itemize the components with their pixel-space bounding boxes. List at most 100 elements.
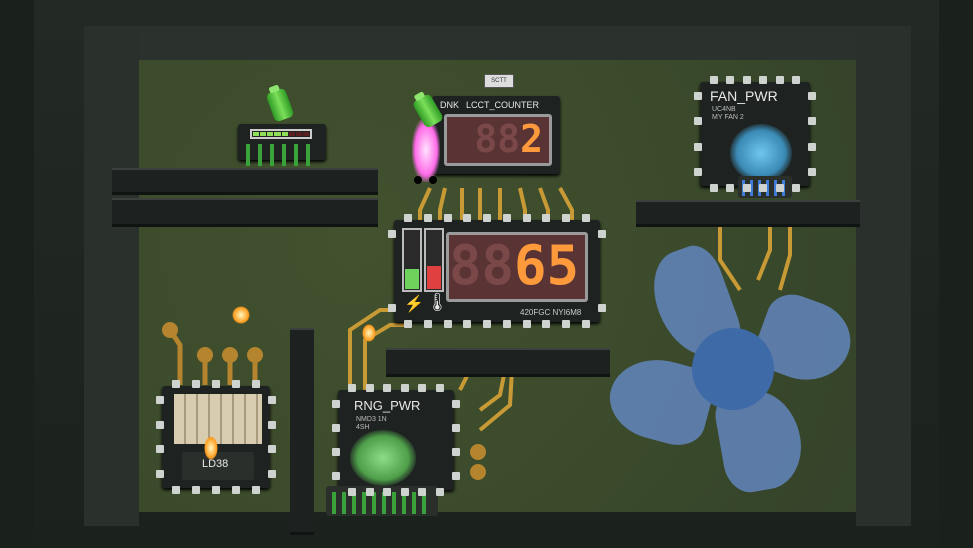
battery-gauge [402, 228, 422, 292]
dot-2 [429, 176, 437, 184]
chip-pin [400, 488, 409, 496]
chip-pin [522, 320, 531, 328]
spark-2 [362, 324, 376, 342]
chip-pin [742, 184, 751, 192]
chip-pin [383, 384, 392, 392]
rng-pwr-light [350, 430, 416, 486]
fan-pwr-title: FAN_PWR [710, 88, 778, 104]
fan-pwr-chip[interactable]: FAN_PWR UC4NB MY FAN 2 [700, 82, 810, 186]
chip-pin [562, 320, 571, 328]
chip-pin [742, 76, 751, 84]
chip-pin [404, 320, 412, 328]
chip-pin [348, 488, 356, 496]
counter-chip[interactable]: DNK LCCT_COUNTER 882 [432, 96, 560, 174]
fan[interactable] [600, 239, 861, 500]
rng-pwr-title: RNG_PWR [354, 398, 421, 413]
chip-pin [418, 488, 427, 496]
chip-pin [694, 142, 702, 151]
chip-pin [463, 214, 472, 222]
chip-pin [502, 320, 511, 328]
chip-pin [332, 472, 340, 480]
chip-pin [452, 424, 460, 432]
chip-pin [436, 488, 444, 496]
chip-pin [232, 380, 240, 388]
spark-1 [232, 306, 250, 324]
rng-pwr-line1: NMD3 1N [356, 416, 387, 423]
chip-pin [582, 214, 590, 222]
chip-pin [562, 214, 571, 222]
shelf-middle [386, 348, 610, 374]
chip-pin [502, 214, 511, 222]
fan-pwr-light [730, 124, 792, 182]
counter-display: 882 [444, 114, 552, 166]
chip-pin [156, 470, 164, 478]
chip-pin [418, 384, 427, 392]
chip-pin [156, 420, 164, 429]
main-value: 65 [514, 234, 580, 297]
chip-pin [232, 486, 240, 494]
chip-pin [436, 384, 444, 392]
ld-chip-label: LD38 [202, 458, 229, 470]
chip-pin [365, 488, 374, 496]
chip-pin [404, 214, 412, 222]
chip-pin [582, 320, 590, 328]
chip-pin [443, 320, 452, 328]
counter-top-tag: SCTT [484, 74, 514, 88]
chip-pin [268, 420, 276, 429]
chip-pin [400, 384, 409, 392]
ld-chip[interactable]: LD38 [162, 386, 270, 488]
chip-pin [156, 445, 164, 454]
chip-pin [759, 76, 768, 84]
chip-pin [365, 384, 374, 392]
chip-pin [212, 380, 220, 388]
shelf-lower-left [112, 198, 378, 224]
chip-pin [268, 470, 276, 478]
chip-pin [252, 486, 260, 494]
chip-pin [268, 445, 276, 454]
enclosure-left-wall [84, 26, 139, 526]
fan-pwr-line1: UC4NB [712, 106, 736, 113]
battery-indicator-chip[interactable] [238, 124, 326, 166]
fan-pwr-line2: MY FAN 2 [712, 114, 744, 121]
chip-pin [542, 320, 551, 328]
chip-pin [348, 384, 356, 392]
chip-legs [246, 144, 318, 166]
main-ghost-digits: 88 [449, 234, 515, 297]
chip-pin [268, 396, 276, 404]
chip-pin [694, 117, 702, 126]
ld-chip-label-plate: LD38 [182, 452, 254, 480]
counter-header-title: LCCT_COUNTER [466, 100, 540, 110]
chip-pin [759, 184, 768, 192]
chip-pin [792, 76, 800, 84]
chip-pin [156, 396, 164, 404]
chip-pin [694, 168, 702, 176]
chip-pin [808, 92, 816, 100]
chip-pin [463, 320, 472, 328]
counter-header-left: DNK [440, 100, 460, 110]
thermometer-icon: 🌡 [426, 292, 449, 312]
ld-chip-grille [174, 394, 262, 444]
main-display-chip[interactable]: ⚡ 🌡 8865 420FGC NYI6M8 [394, 220, 600, 322]
chip-pin [483, 320, 492, 328]
battery-level-bar [250, 129, 312, 139]
rng-pwr-line2: 4SH [356, 424, 370, 431]
dot-1 [414, 176, 422, 184]
main-model-text: 420FGC NYI6M8 [520, 308, 582, 317]
chip-pin [443, 214, 452, 222]
enclosure-right-wall [856, 26, 911, 526]
chip-pin [726, 76, 735, 84]
chip-pin [808, 117, 816, 126]
counter-ghost-digits: 88 [474, 117, 521, 161]
chip-pin [808, 168, 816, 176]
chip-pin [192, 380, 200, 388]
chip-pin [452, 448, 460, 456]
chip-pin [252, 380, 260, 388]
rng-pwr-chip[interactable]: RNG_PWR NMD3 1N 4SH [338, 390, 454, 490]
battery-gauge-fill [405, 268, 419, 289]
chip-pin [332, 424, 340, 432]
chip-pin [212, 486, 220, 494]
chip-pin [388, 230, 396, 238]
chip-pin [452, 472, 460, 480]
rng-pwr-legs [332, 492, 432, 514]
battery-bolt-icon: ⚡ [404, 296, 424, 313]
